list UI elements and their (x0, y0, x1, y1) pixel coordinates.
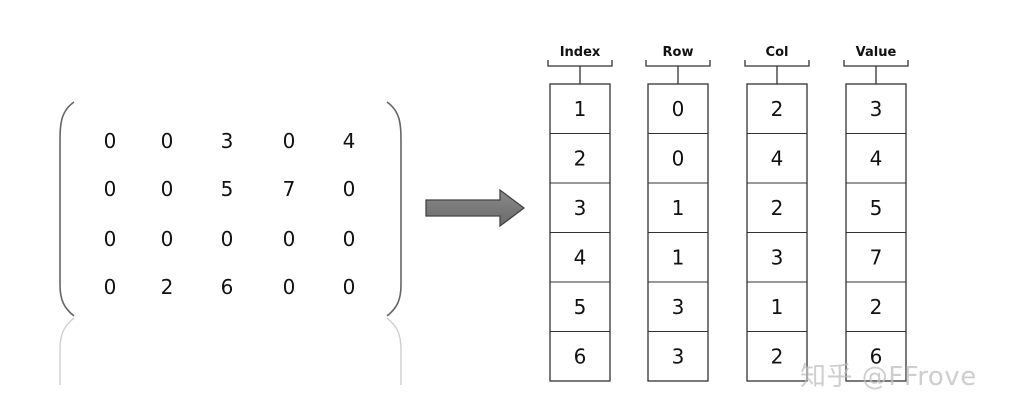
table-cell: 6 (870, 344, 883, 368)
table-cell: 2 (574, 146, 587, 170)
table-cell: 5 (870, 196, 883, 220)
column-header-bracket (744, 60, 810, 84)
table-cell: 4 (771, 146, 784, 170)
column-header-bracket (547, 60, 613, 84)
matrix-cell: 0 (343, 177, 356, 201)
matrix-cell: 0 (161, 177, 174, 201)
matrix-left-bracket (59, 101, 75, 317)
matrix-right-bracket-reflection (386, 317, 402, 385)
column-header: Row (663, 45, 694, 60)
matrix-cell: 3 (221, 129, 234, 153)
matrix-cell: 0 (104, 129, 117, 153)
table-cell: 4 (870, 146, 883, 170)
matrix-cell: 0 (104, 177, 117, 201)
table-cell: 0 (672, 146, 685, 170)
table-cell: 0 (672, 97, 685, 121)
table-cell: 2 (771, 344, 784, 368)
matrix-cell: 0 (161, 227, 174, 251)
sparse-matrix: 0 0 3 0 4 0 0 5 7 0 0 0 0 0 0 0 2 6 0 0 (104, 129, 356, 299)
table-cell: 1 (672, 245, 685, 269)
table-cell: 4 (574, 245, 587, 269)
column-header-bracket (843, 60, 909, 84)
watermark-text: 知乎 @FFrove (800, 362, 977, 392)
matrix-cell: 0 (343, 227, 356, 251)
matrix-cell: 6 (221, 275, 234, 299)
table-cell: 1 (771, 295, 784, 319)
matrix-cell: 0 (283, 129, 296, 153)
table-cell: 3 (672, 344, 685, 368)
column-header: Value (856, 45, 897, 60)
table-column-col: Col 2 4 2 3 1 2 (744, 45, 810, 382)
table-cell: 2 (771, 196, 784, 220)
matrix-brackets (59, 101, 402, 385)
matrix-cell: 0 (221, 227, 234, 251)
column-header-bracket (645, 60, 711, 84)
matrix-cell: 2 (161, 275, 174, 299)
right-arrow-icon (425, 188, 526, 228)
column-header: Index (560, 45, 601, 60)
table-column-value: Value 3 4 5 7 2 6 (843, 45, 909, 382)
column-header: Col (766, 45, 789, 60)
table-cell: 3 (574, 196, 587, 220)
triplet-table: Index 1 2 3 4 5 6 Row 0 0 1 1 3 3 Col 2 4 2 3 1 2 Value 3 4 5 7 2 6 (547, 45, 909, 382)
matrix-cell: 0 (283, 275, 296, 299)
matrix-cell: 0 (343, 275, 356, 299)
table-cell: 7 (870, 245, 883, 269)
table-cell: 2 (870, 295, 883, 319)
matrix-cell: 0 (283, 227, 296, 251)
table-column-index: Index 1 2 3 4 5 6 (547, 45, 613, 382)
table-cell: 3 (672, 295, 685, 319)
table-cell: 6 (574, 344, 587, 368)
table-cell: 3 (870, 97, 883, 121)
matrix-cell: 5 (221, 177, 234, 201)
matrix-cell: 0 (104, 275, 117, 299)
matrix-cell: 7 (283, 177, 296, 201)
table-cell: 1 (672, 196, 685, 220)
table-cell: 3 (771, 245, 784, 269)
matrix-left-bracket-reflection (59, 317, 75, 385)
table-cell: 5 (574, 295, 587, 319)
matrix-cell: 4 (343, 129, 356, 153)
table-cell: 1 (574, 97, 587, 121)
table-cell: 2 (771, 97, 784, 121)
matrix-cell: 0 (104, 227, 117, 251)
matrix-right-bracket (386, 101, 402, 317)
table-column-row: Row 0 0 1 1 3 3 (645, 45, 711, 382)
matrix-cell: 0 (161, 129, 174, 153)
